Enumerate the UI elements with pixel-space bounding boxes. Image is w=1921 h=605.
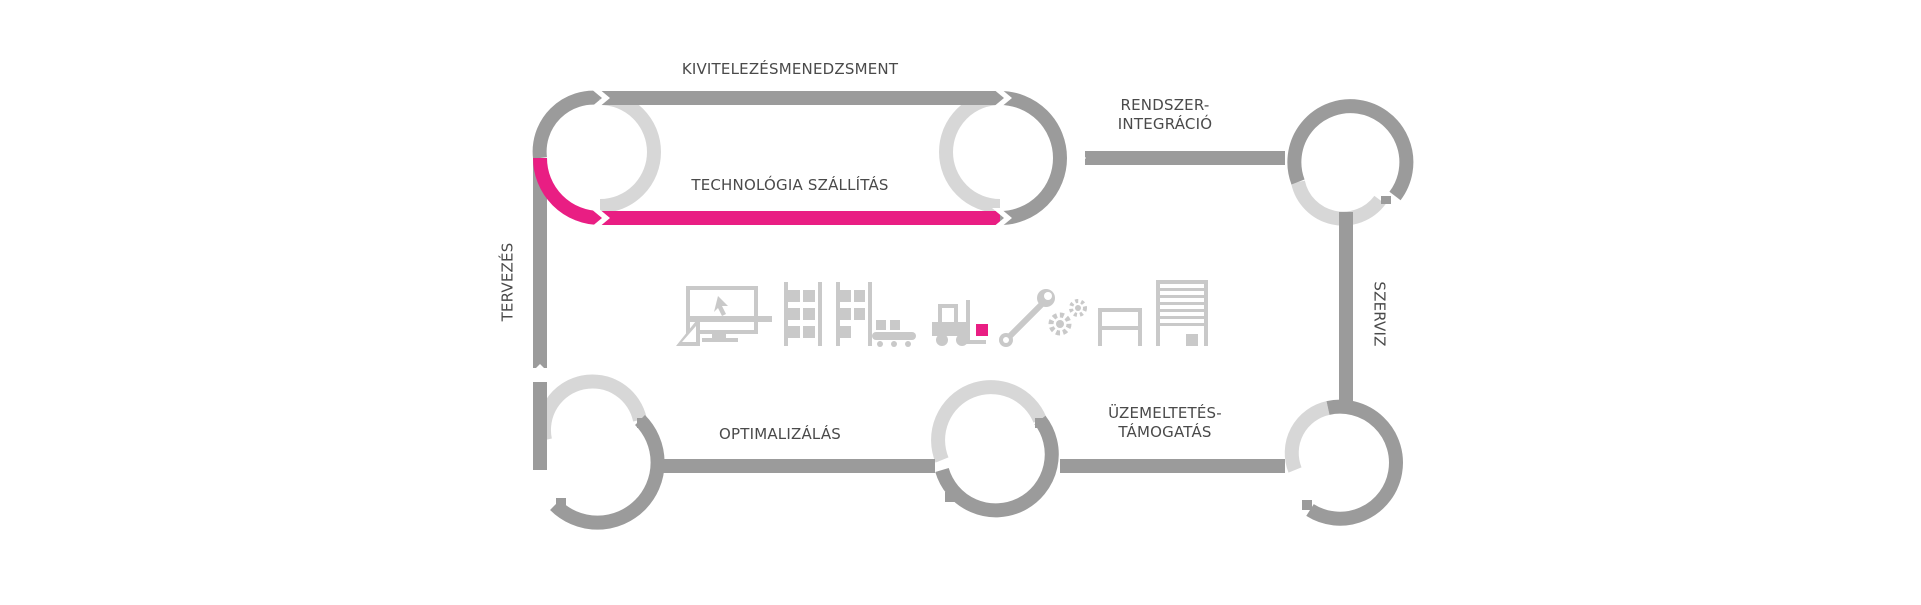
track [532,90,1414,530]
notch-bottom-left-top [637,418,645,428]
label-design: TERVEZÉS [499,243,518,322]
accent-arc [533,157,601,225]
label-technology-delivery: TECHNOLÓGIA SZÁLLÍTÁS [690,176,890,195]
label-operation-support-line2: TÁMOGATÁS [1118,423,1212,441]
forklift-icon [932,300,988,346]
notch-bottom-mid-top [1035,418,1043,428]
label-construction-management-text: KIVITELEZÉSMENEDZSMENT [681,60,899,78]
ring-right-bottom [1306,399,1403,526]
label-system-integration-line1: RENDSZER- [1120,96,1210,114]
inner-arc-bottom-right [1284,401,1330,473]
notch-right-top [1381,196,1391,204]
label-system-integration-line2: INTEGRÁCIÓ [1117,115,1213,133]
roller-shutter-icon [1156,280,1208,346]
notch-bottom-mid [945,492,955,502]
icon-row [676,280,1208,347]
wrench-gears-icon [999,289,1087,347]
design-workstation-icon [676,286,772,346]
ring-bottom-left [550,415,665,530]
chevron-tech-end [992,208,1012,228]
notch-bottom-right [1302,500,1312,510]
ring-right-top [1287,99,1414,201]
bed-frame-icon [1098,308,1142,346]
label-construction-management: KIVITELEZÉSMENEDZSMENT [680,60,900,79]
inner-arc-bottom-left [536,374,647,442]
label-service: SZERVIZ [1370,281,1389,346]
inner-arc-top-left [599,91,661,213]
accent-track [533,157,1000,225]
chevrons [530,88,1086,380]
chevron-left-mid [530,364,550,380]
label-design-text: TERVEZÉS [498,242,517,322]
label-optimization: OPTIMALIZÁLÁS [700,425,860,444]
rack-conveyor-icon [836,282,916,347]
notch-bottom-left [556,498,566,508]
inner-arc-top-right [939,91,1001,213]
label-operation-support-line1: ÜZEMELTETÉS- [1108,404,1222,422]
label-system-integration: RENDSZER- INTEGRÁCIÓ [1110,96,1220,134]
inner-arc-right-top [1291,180,1386,226]
label-service-text: SZERVIZ [1370,281,1389,347]
shelving-rack-icon [784,282,822,346]
ring-top-right [999,91,1067,225]
label-operation-support: ÜZEMELTETÉS- TÁMOGATÁS [1095,404,1235,442]
ring-bottom-mid [935,415,1059,518]
notches [556,196,1391,510]
chevron-tech-start [590,208,610,228]
chevron-integration-start [1070,148,1086,168]
inner-arc-bottom-mid [931,380,1047,463]
ring-top-left [532,90,601,159]
label-technology-delivery-text: TECHNOLÓGIA SZÁLLÍTÁS [691,176,889,194]
label-optimization-text: OPTIMALIZÁLÁS [718,425,842,443]
chevron-top-start [590,88,610,108]
chevron-top-end [992,88,1012,108]
